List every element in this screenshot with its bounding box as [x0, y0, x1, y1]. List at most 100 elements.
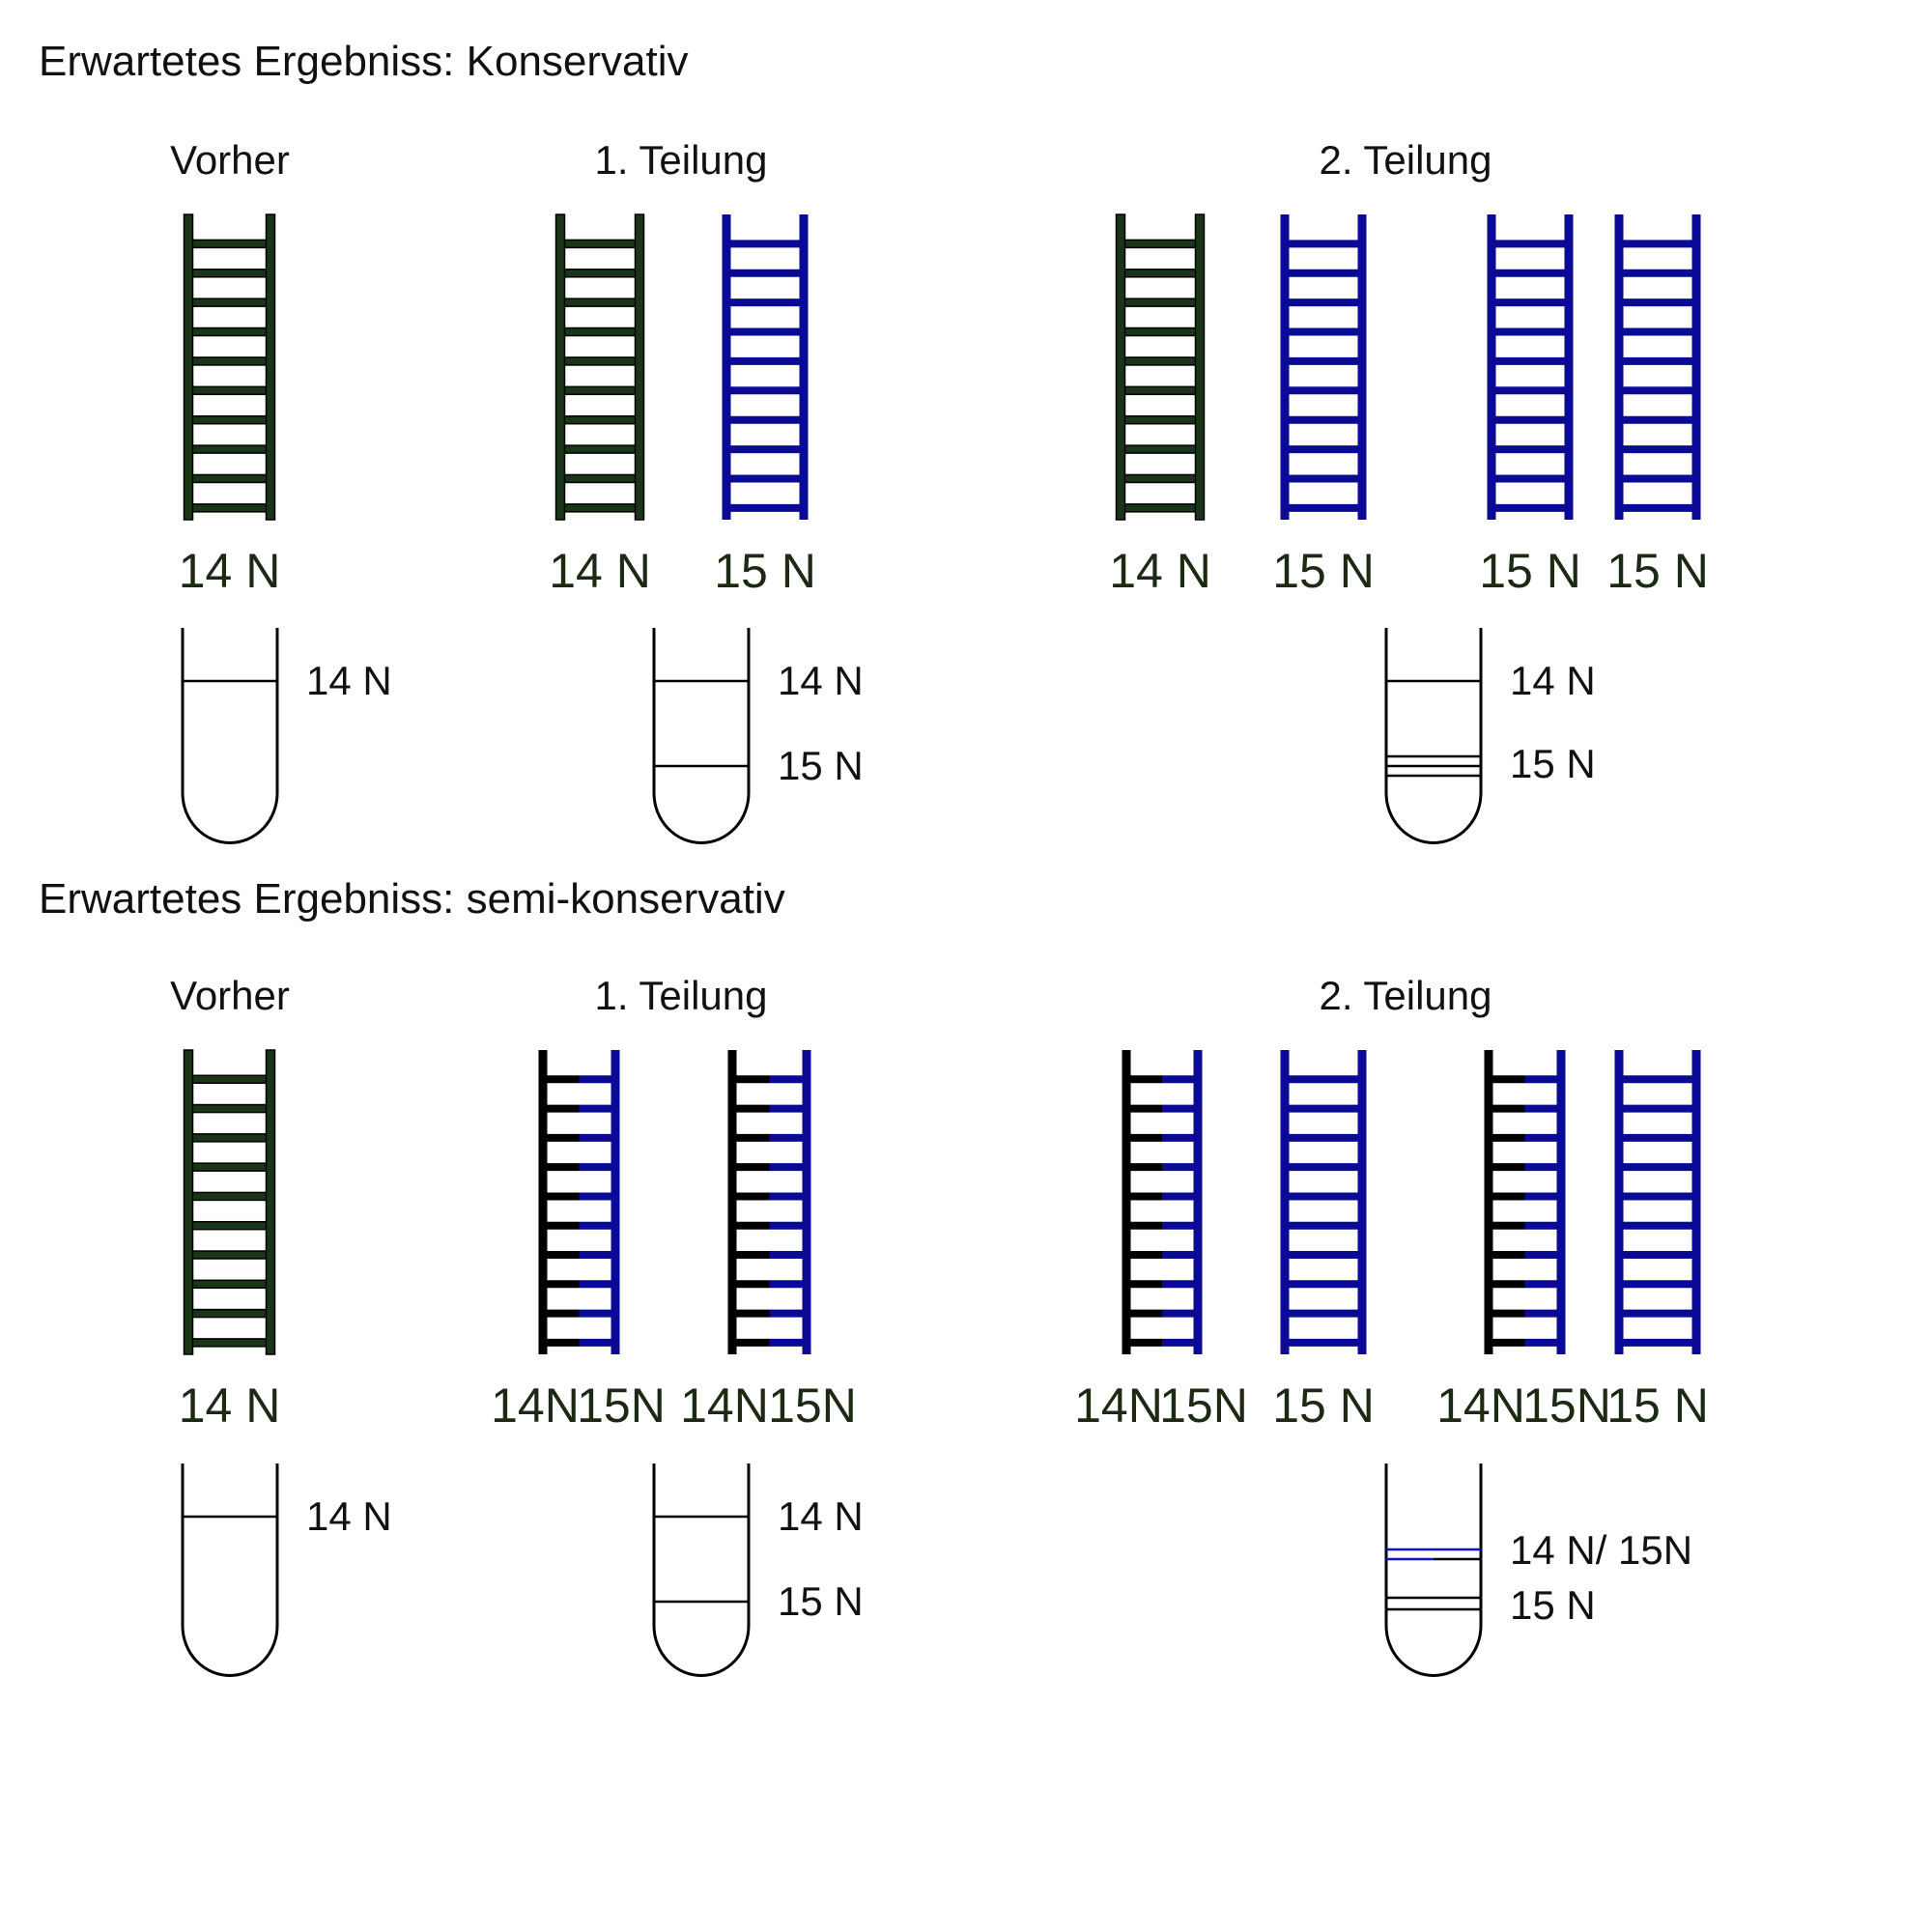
- rung: [1120, 385, 1201, 396]
- rung: [559, 269, 640, 278]
- rung: [1120, 269, 1201, 278]
- rung: [187, 1133, 271, 1143]
- strand-14n: [183, 1049, 194, 1355]
- dna-molecule-hybrid: [1484, 1050, 1566, 1354]
- band-label: 14 N/ 15N: [1510, 1527, 1692, 1573]
- tube-outline: [1384, 1463, 1483, 1677]
- stage-teilung1: 1. Teilung 14 N 15 N 14 N 15 N: [549, 137, 864, 844]
- rung: [187, 356, 271, 366]
- band-label: 14 N: [1510, 658, 1596, 703]
- dna-molecule-n15: [1487, 214, 1574, 520]
- stage-vorher: Vorher 14 N 14 N: [170, 137, 392, 844]
- dna-molecule-hybrid: [538, 1050, 620, 1354]
- dna-molecule-n14: [554, 213, 645, 521]
- band-label: 14 N: [306, 658, 392, 703]
- centrifuge-tube: [1384, 628, 1483, 844]
- tube-outline: [181, 1463, 279, 1677]
- stage-heading: 2. Teilung: [1319, 973, 1492, 1018]
- rung: [1120, 356, 1201, 366]
- rung: [559, 414, 640, 425]
- strand-14n: [1194, 213, 1206, 521]
- band-label: 15 N: [778, 1578, 864, 1624]
- dna-molecule-n15: [722, 214, 809, 520]
- strand-14n: [634, 213, 645, 521]
- rung: [559, 444, 640, 454]
- strand-14n: [265, 1049, 276, 1355]
- rung: [187, 444, 271, 454]
- section-title: Erwartetes Ergebniss: Konservativ: [39, 38, 689, 85]
- rung: [1120, 239, 1201, 249]
- rung: [187, 1250, 271, 1260]
- rung: [1120, 473, 1201, 484]
- centrifuge-tube: [1384, 1463, 1483, 1677]
- molecule-label: 15 N: [1272, 1378, 1375, 1433]
- section-semi: Erwartetes Ergebniss: semi-konservativVo…: [39, 875, 1709, 1677]
- centrifuge-tube: [652, 628, 751, 844]
- rung: [187, 298, 271, 307]
- stage-heading: Vorher: [170, 137, 290, 183]
- stage-heading: 2. Teilung: [1319, 137, 1492, 183]
- molecule-label: 14 N: [179, 544, 281, 598]
- rung: [187, 473, 271, 484]
- rung: [187, 1338, 271, 1348]
- band-label: 14 N: [778, 658, 864, 703]
- band-label: 14 N: [778, 1493, 864, 1539]
- dna-molecule-n15: [1280, 1050, 1367, 1354]
- rung: [559, 503, 640, 513]
- rung: [187, 1162, 271, 1172]
- molecule-label: 14 N: [179, 1378, 281, 1433]
- rung: [187, 1074, 271, 1085]
- centrifuge-tube: [181, 1463, 279, 1677]
- rung: [187, 1103, 271, 1114]
- molecule-label-left: 14N: [491, 1378, 580, 1433]
- molecule-label-right: 15N: [1159, 1378, 1248, 1433]
- stage-heading: 1. Teilung: [594, 973, 767, 1018]
- dna-molecule-n15: [1614, 1050, 1701, 1354]
- molecule-label: 15 N: [714, 544, 816, 598]
- rung: [1120, 444, 1201, 454]
- dna-molecule-n14: [183, 213, 276, 521]
- molecule-label: 15 N: [1479, 544, 1581, 598]
- rung: [1120, 298, 1201, 307]
- section-title: Erwartetes Ergebniss: semi-konservativ: [39, 875, 785, 923]
- dna-molecule-n15: [1280, 214, 1367, 520]
- strand-14n: [265, 213, 276, 521]
- rung: [1120, 503, 1201, 513]
- band-label: 15 N: [1510, 741, 1596, 786]
- dna-molecule-n14: [1115, 213, 1206, 521]
- strand-14n: [183, 213, 194, 521]
- molecule-label: 15 N: [1272, 544, 1375, 598]
- band-label: 15 N: [1510, 1582, 1596, 1628]
- stage-heading: Vorher: [170, 973, 290, 1018]
- molecule-label: 15 N: [1606, 1378, 1709, 1433]
- tube-outline: [181, 628, 279, 844]
- strand-14n: [1115, 213, 1126, 521]
- rung: [559, 298, 640, 307]
- tube-outline: [652, 1463, 751, 1677]
- centrifuge-tube: [181, 628, 279, 844]
- dna-molecule-n14: [183, 1049, 276, 1355]
- band-label: 15 N: [778, 743, 864, 788]
- molecule-label-left: 14N: [1074, 1378, 1163, 1433]
- stage-heading: 1. Teilung: [594, 137, 767, 183]
- dna-molecule-hybrid: [1122, 1050, 1203, 1354]
- dna-molecule-hybrid: [727, 1050, 811, 1354]
- rung: [1120, 414, 1201, 425]
- rung: [187, 239, 271, 249]
- rung: [1120, 327, 1201, 337]
- molecule-label-right: 15N: [1522, 1378, 1611, 1433]
- rung: [187, 1279, 271, 1290]
- rung: [559, 473, 640, 484]
- molecule-label: 15 N: [1606, 544, 1709, 598]
- molecule-label-right: 15N: [577, 1378, 666, 1433]
- molecule-label-left: 14N: [680, 1378, 769, 1433]
- rung: [187, 385, 271, 396]
- rung: [187, 414, 271, 425]
- rung: [187, 1220, 271, 1231]
- molecule-label: 14 N: [549, 544, 651, 598]
